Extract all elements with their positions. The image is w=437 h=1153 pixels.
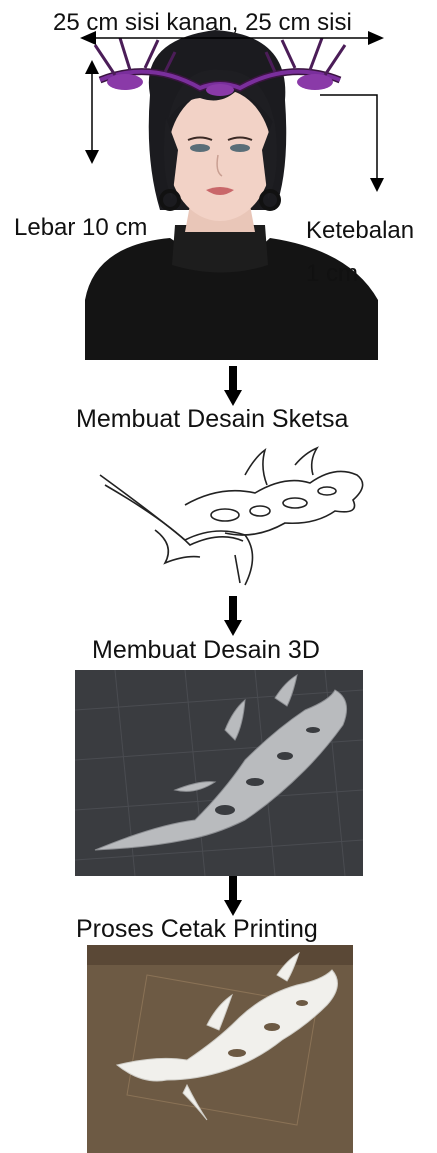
- 3d-render-image: [75, 670, 363, 876]
- model-figure: [0, 0, 437, 365]
- step-label-printing: Proses Cetak Printing: [76, 915, 318, 943]
- flow-down-arrow: [224, 366, 242, 406]
- width-dimension-label: Lebar 10 cm: [14, 214, 147, 242]
- flow-down-arrow: [224, 596, 242, 636]
- print-result-image: [87, 945, 353, 1153]
- height-dimension-arrow: [85, 60, 99, 164]
- model-illustration: [0, 0, 437, 365]
- top-dimension-label: 25 cm sisi kanan, 25 cm sisi: [53, 9, 352, 37]
- thickness-leader-arrow: [320, 95, 384, 192]
- thickness-label-line2: 1 cm: [306, 260, 358, 288]
- step-label-sketch: Membuat Desain Sketsa: [76, 405, 348, 433]
- flow-down-arrow: [224, 876, 242, 916]
- step-label-3d: Membuat Desain 3D: [92, 636, 320, 664]
- sketch-image: [95, 445, 380, 595]
- thickness-label-line1: Ketebalan: [306, 217, 414, 245]
